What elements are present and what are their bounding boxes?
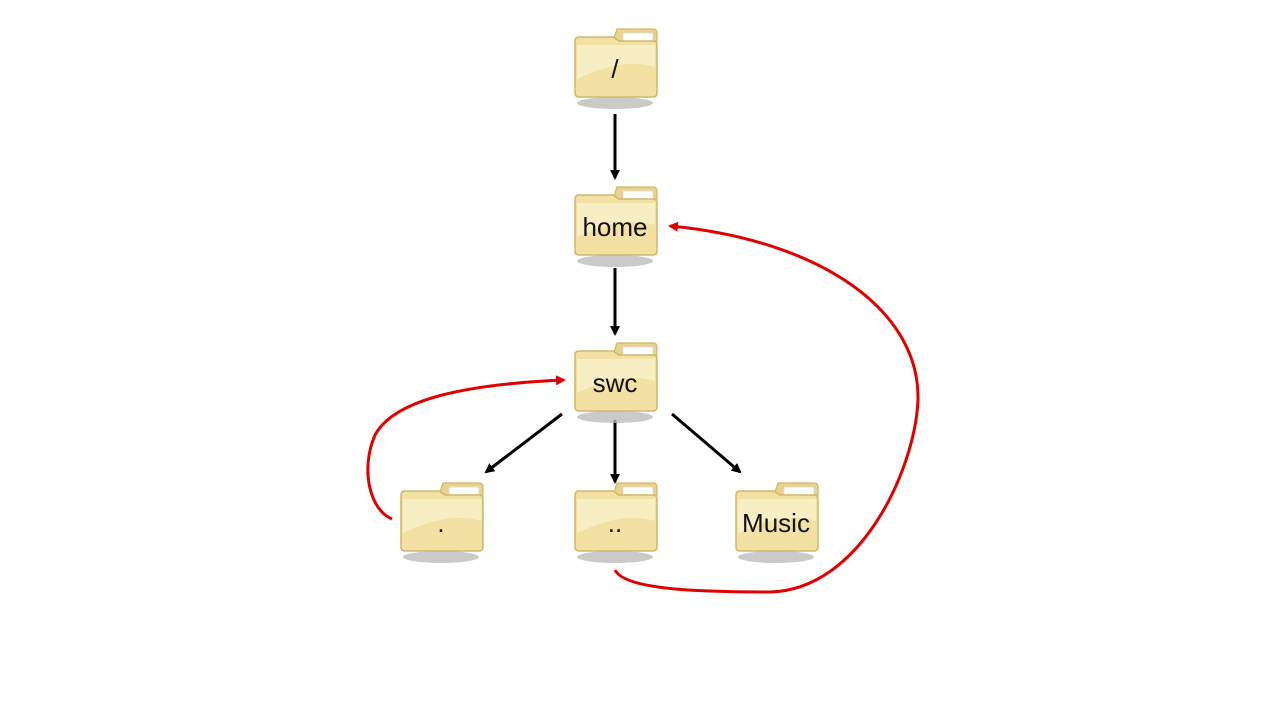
edge-dotdot-home xyxy=(613,221,920,594)
edge-dot-swc xyxy=(366,375,566,521)
folder-label-swc: swc xyxy=(592,368,638,398)
folder-icon xyxy=(400,482,484,563)
folder-swc[interactable]: swc xyxy=(573,341,673,423)
folder-label-home: home xyxy=(582,212,648,242)
folder-icon xyxy=(574,482,658,563)
folder-music[interactable]: Music xyxy=(734,481,834,563)
folder-label-music: Music xyxy=(742,508,810,538)
folder-label-dot: . xyxy=(437,508,445,538)
folder-icon xyxy=(574,342,658,423)
folder-label-dotdot: .. xyxy=(607,508,623,538)
folder-icon xyxy=(735,482,819,563)
folder-dotdot[interactable]: .. xyxy=(573,481,673,563)
folder-label-root: / xyxy=(611,54,619,84)
folder-home[interactable]: home xyxy=(573,185,673,267)
folder-icon xyxy=(574,28,658,109)
edge-swc-dot xyxy=(484,412,563,474)
folder-dot[interactable]: . xyxy=(399,481,499,563)
folder-root[interactable]: / xyxy=(573,27,673,109)
edge-swc-music xyxy=(671,412,742,474)
folder-icon xyxy=(574,186,658,267)
